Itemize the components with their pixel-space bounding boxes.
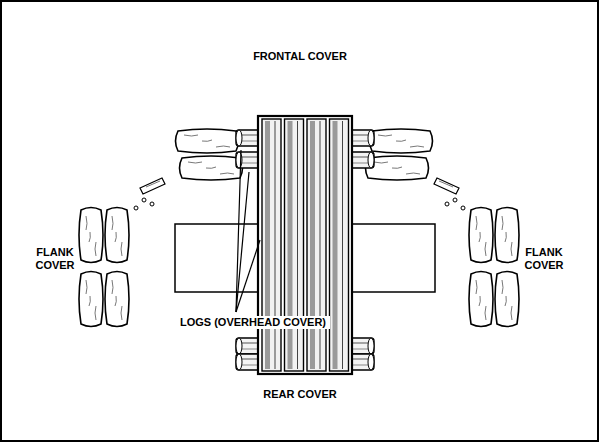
flank-cover-zone: FLANK COVER (28, 172, 100, 350)
overhead-log (285, 119, 304, 371)
zone-label: FLANK COVER (520, 246, 568, 272)
zone-text-box: FLANK COVER (520, 236, 568, 282)
flank-cover-zone: FLANK COVER (499, 172, 571, 350)
stake-debris (134, 178, 165, 210)
zone-outline (30, 174, 94, 346)
sandbag (79, 272, 103, 327)
sandbag (105, 208, 129, 263)
overhead-log (262, 119, 281, 371)
sandbag (495, 208, 519, 263)
zone-outline (505, 174, 569, 346)
zone-outline (66, 14, 534, 135)
sandbag (180, 156, 243, 180)
rear-cover-zone: REAR COVER (205, 362, 395, 426)
stake-debris (434, 178, 465, 210)
zone-text-box: FLANK COVER (31, 236, 79, 282)
zone-text-box: FRONTAL COVER (160, 46, 440, 68)
sandbag (105, 272, 129, 327)
part-label: LOGS (OVERHEAD COVER) (176, 316, 330, 329)
sandbag (176, 129, 239, 153)
zone-label: FRONTAL COVER (253, 50, 347, 63)
zone-text-box: REAR COVER (240, 384, 360, 406)
frontal-cover-zone: FRONTAL COVER (60, 12, 540, 137)
zone-label: REAR COVER (263, 388, 336, 401)
sandbag (469, 208, 493, 263)
sandbag (366, 156, 429, 180)
leader-line (236, 240, 260, 312)
zone-outline (60, 12, 540, 137)
sandbag (495, 272, 519, 327)
sandbag (370, 129, 433, 153)
zone-label: FLANK COVER (31, 246, 79, 272)
zone-outline (209, 364, 391, 422)
overhead-log-frame (258, 116, 352, 374)
overhead-log (307, 119, 326, 371)
overhead-log (330, 119, 349, 371)
sandbag (79, 208, 103, 263)
sandbag (469, 272, 493, 327)
